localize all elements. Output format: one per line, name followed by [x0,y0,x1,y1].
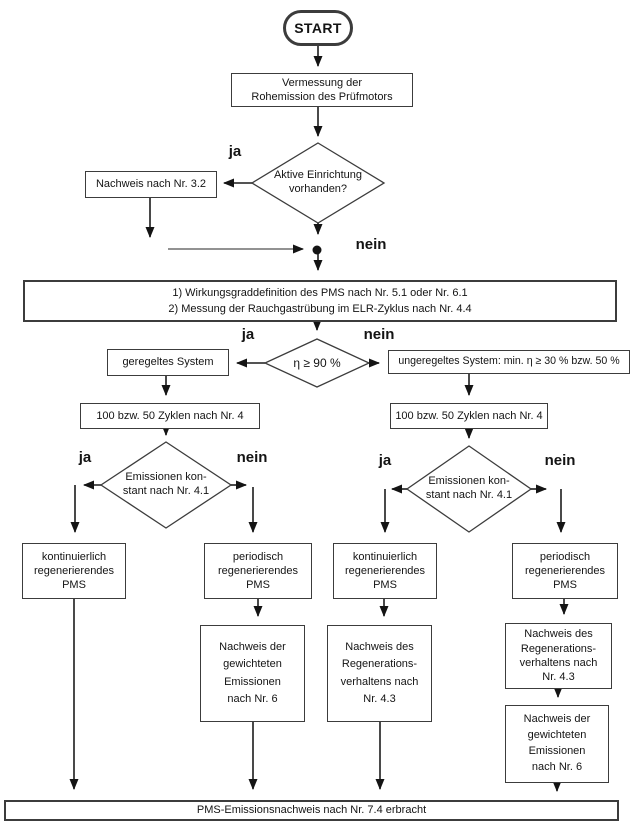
decision-emissions-konstant-left [99,441,233,529]
node-zyklen-left: 100 bzw. 50 Zyklen nach Nr. 4 [80,403,260,429]
node-kont-pms-right: kontinuierlich regenerierendes PMS [333,543,437,599]
node-ungeregeltes-system: ungeregeltes System: min. η ≥ 30 % bzw. … [388,350,630,374]
node-nachweis-3-2: Nachweis nach Nr. 3.2 [85,171,217,198]
node-geregeltes-system: geregeltes System [107,349,229,376]
branch-label-nein-1: nein [355,236,387,253]
decision-active-device [250,142,386,224]
branch-label-nein-2: nein [363,326,395,343]
node-nachweis-regen-col3: Nachweis des Regenerations- verhaltens n… [327,625,432,722]
node-per-pms-right: periodisch regenerierendes PMS [512,543,618,599]
branch-label-nein-4: nein [544,452,576,469]
node-final-result: PMS-Emissionsnachweis nach Nr. 7.4 erbra… [4,800,619,821]
merge-junction-dot [312,245,322,255]
decision-emissions-konstant-right [405,445,533,533]
node-kont-pms-left: kontinuierlich regenerierendes PMS [22,543,126,599]
branch-label-ja-3: ja [78,449,92,466]
branch-label-nein-3: nein [236,449,268,466]
decision-eta-90 [263,338,371,388]
node-zyklen-right: 100 bzw. 50 Zyklen nach Nr. 4 [390,403,548,429]
node-per-pms-left: periodisch regenerierendes PMS [204,543,312,599]
branch-label-ja-1: ja [228,143,242,160]
node-definitions: 1) Wirkungsgraddefinition des PMS nach N… [23,280,617,322]
node-start: START [283,10,353,46]
branch-label-ja-2: ja [241,326,255,343]
node-nachweis-regen-col4: Nachweis des Regenerations- verhaltens n… [505,623,612,689]
node-nachweis-gewichtet-col4: Nachweis der gewichteten Emissionen nach… [505,705,609,783]
branch-label-ja-4: ja [378,452,392,469]
node-nachweis-gewichtet-col2: Nachweis der gewichteten Emissionen nach… [200,625,305,722]
node-raw-emission: Vermessung der Rohemission des Prüfmotor… [231,73,413,107]
